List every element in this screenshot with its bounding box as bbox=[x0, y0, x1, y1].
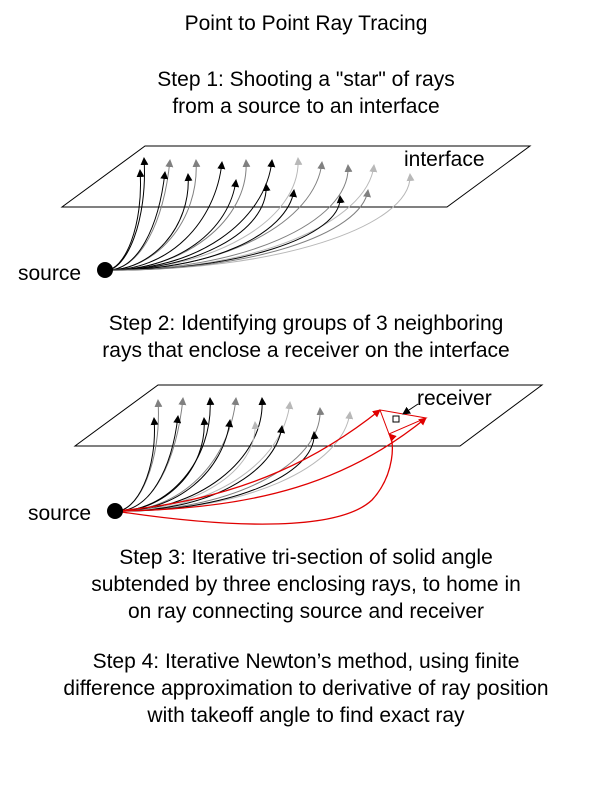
step3-line3: on ray connecting source and receiver bbox=[127, 600, 485, 623]
ray-path bbox=[114, 401, 294, 512]
ray-path bbox=[114, 397, 240, 512]
step1-line2: from a source to an interface bbox=[172, 95, 440, 118]
ray-path bbox=[114, 415, 182, 512]
enclosing-rays bbox=[114, 409, 428, 525]
ray-star-diagram bbox=[60, 145, 532, 278]
ray-path bbox=[114, 397, 187, 512]
ray-path bbox=[104, 171, 169, 271]
interface-label: interface bbox=[404, 148, 485, 171]
ray-path bbox=[114, 421, 260, 512]
enclosing-ray-3 bbox=[114, 433, 397, 525]
ray-path bbox=[104, 189, 371, 271]
ray-path bbox=[104, 169, 145, 271]
step4-caption: Step 4: Iterative Newton’s method, using… bbox=[0, 648, 612, 729]
source-label-2: source bbox=[28, 502, 92, 525]
receiver-enclosing-diagram bbox=[73, 384, 544, 525]
step1-caption: Step 1: Shooting a "star" of rays from a… bbox=[0, 66, 612, 120]
page-title: Point to Point Ray Tracing bbox=[184, 12, 428, 35]
ray-path bbox=[104, 173, 193, 271]
ray-fan bbox=[104, 157, 415, 271]
enclosing-ray-2 bbox=[114, 417, 427, 512]
step3-line2: subtended by three enclosing rays, to ho… bbox=[91, 573, 521, 596]
ray-path bbox=[104, 189, 298, 271]
step1-line1: Step 1: Shooting a "star" of rays bbox=[157, 68, 455, 91]
ray-path bbox=[104, 183, 271, 271]
ray-path bbox=[114, 419, 234, 512]
ray-path bbox=[114, 399, 163, 512]
step4-line1: Step 4: Iterative Newton’s method, using… bbox=[92, 650, 520, 673]
step2-line1: Step 2: Identifying groups of 3 neighbor… bbox=[108, 312, 504, 335]
receiver-label: receiver bbox=[417, 387, 492, 410]
step2-caption: Step 2: Identifying groups of 3 neighbor… bbox=[0, 310, 612, 364]
source-point-2 bbox=[107, 503, 123, 519]
source-point bbox=[97, 262, 113, 278]
ray-path bbox=[104, 161, 226, 271]
step3-line1: Step 3: Iterative tri-section of solid a… bbox=[119, 546, 493, 569]
ray-path bbox=[114, 417, 159, 512]
step4-line2: difference approximation to derivative o… bbox=[63, 677, 549, 700]
receiver-pointer bbox=[402, 403, 419, 415]
source-label: source bbox=[18, 262, 82, 285]
step2-line2: rays that enclose a receiver on the inte… bbox=[102, 339, 510, 362]
ray-path bbox=[104, 164, 353, 271]
ray-path bbox=[104, 179, 240, 271]
step3-caption: Step 3: Iterative tri-section of solid a… bbox=[0, 544, 612, 625]
interface-plane-2 bbox=[73, 384, 544, 447]
ray-path bbox=[114, 417, 209, 512]
ray-path bbox=[114, 407, 325, 512]
interface-plane bbox=[60, 145, 532, 208]
ray-path bbox=[114, 411, 354, 512]
enclosing-ray-1 bbox=[114, 409, 381, 512]
receiver-marker bbox=[392, 415, 400, 423]
ray-path bbox=[104, 164, 378, 271]
step4-line3: with takeoff angle to find exact ray bbox=[147, 704, 465, 727]
